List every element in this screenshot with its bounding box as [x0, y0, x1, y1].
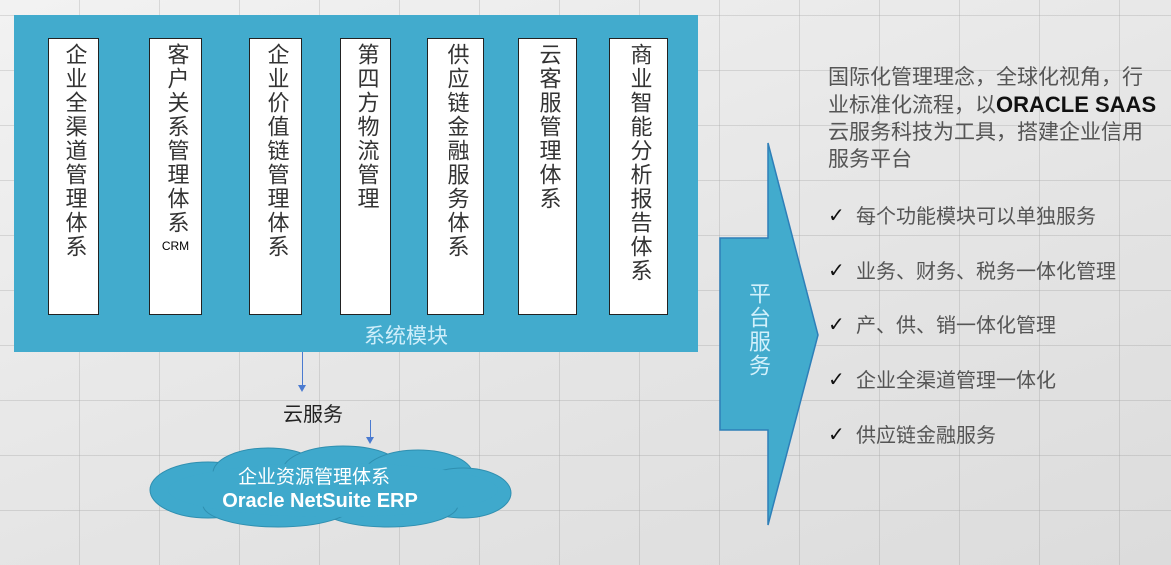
- module-cloud-service: 云客服管理体系: [518, 38, 577, 315]
- bullet-text: 企业全渠道管理一体化: [856, 368, 1056, 392]
- module-label: 企业全渠道管理体系: [61, 43, 87, 259]
- bullet-item: ✓ 供应链金融服务: [828, 419, 996, 448]
- bullet-text: 业务、财务、税务一体化管理: [856, 259, 1116, 283]
- module-scf: 供应链金融服务体系: [427, 38, 484, 315]
- arrow-label: 平台服务: [745, 282, 770, 378]
- check-icon: ✓: [828, 366, 845, 391]
- intro-part1: 国际化管理理念，全球化视角，行业标准化流程，以: [828, 65, 1143, 117]
- module-label: 云客服管理体系: [535, 43, 561, 211]
- module-label: 企业价值链管理体系: [263, 43, 289, 259]
- arrowhead-icon: [366, 437, 374, 444]
- module-label: 商业智能分析报告体系: [626, 43, 652, 283]
- cloud-title: 企业资源管理体系: [237, 466, 390, 488]
- module-sublabel: CRM: [161, 239, 190, 253]
- intro-text: 国际化管理理念，全球化视角，行业标准化流程，以ORACLE SAAS 云服务科技…: [828, 64, 1158, 173]
- bullet-item: ✓ 每个功能模块可以单独服务: [828, 200, 1096, 229]
- check-icon: ✓: [828, 202, 845, 227]
- bullet-text: 产、供、销一体化管理: [856, 313, 1056, 337]
- module-label: 客户关系管理体系: [163, 43, 189, 235]
- platform-arrow: [719, 142, 819, 526]
- cloud-shape: [149, 445, 512, 528]
- bullet-item: ✓ 业务、财务、税务一体化管理: [828, 255, 1116, 284]
- connector-line: [302, 352, 303, 388]
- connector-line: [370, 420, 371, 440]
- module-crm: 客户关系管理体系 CRM: [149, 38, 202, 315]
- intro-part2: 云服务科技为工具，搭建企业信用服务平台: [828, 120, 1143, 171]
- arrowhead-icon: [298, 385, 306, 392]
- check-icon: ✓: [828, 311, 845, 336]
- bullet-item: ✓ 产、供、销一体化管理: [828, 309, 1056, 338]
- module-4pl: 第四方物流管理: [340, 38, 391, 315]
- module-omnichannel: 企业全渠道管理体系: [48, 38, 99, 315]
- cloud-service-label: 云服务: [283, 402, 343, 426]
- module-value-chain: 企业价值链管理体系: [249, 38, 302, 315]
- bullet-text: 供应链金融服务: [856, 423, 996, 447]
- intro-brand: ORACLE SAAS: [996, 92, 1157, 117]
- bullet-text: 每个功能模块可以单独服务: [856, 204, 1096, 228]
- module-bi: 商业智能分析报告体系: [609, 38, 668, 315]
- module-label: 第四方物流管理: [353, 43, 379, 211]
- cloud-subtitle: Oracle NetSuite ERP: [222, 490, 418, 512]
- bullet-item: ✓ 企业全渠道管理一体化: [828, 364, 1056, 393]
- panel-label: 系统模块: [364, 324, 448, 348]
- module-label: 供应链金融服务体系: [443, 43, 469, 259]
- check-icon: ✓: [828, 421, 845, 446]
- check-icon: ✓: [828, 257, 845, 282]
